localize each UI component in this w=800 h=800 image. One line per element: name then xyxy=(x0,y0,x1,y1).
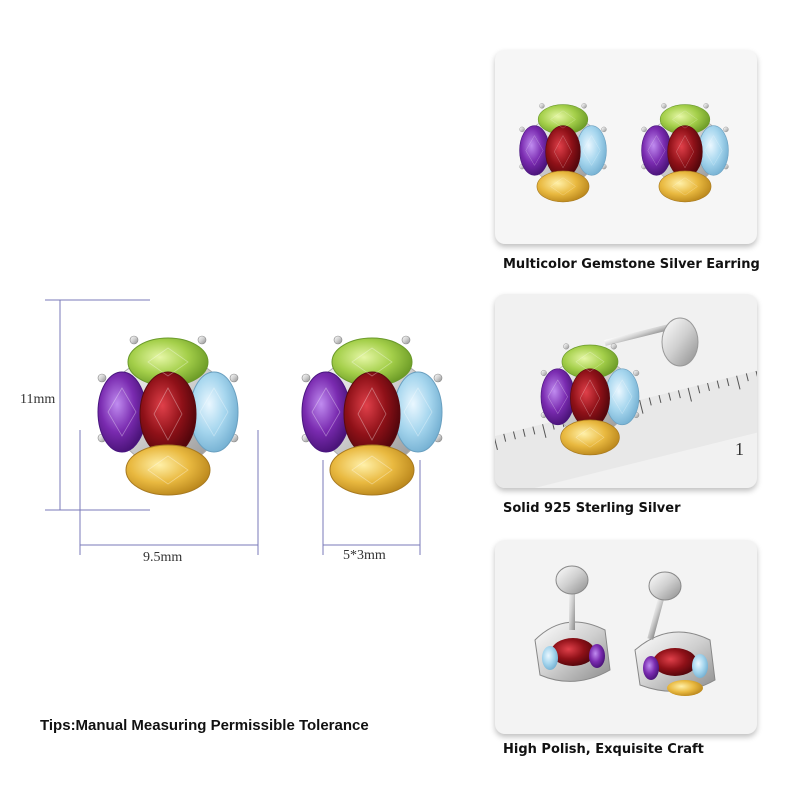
dimension-lines xyxy=(45,299,421,555)
panel-high-polish-photo xyxy=(495,540,757,734)
main-product-view: 11mm 9.5mm 5*3mm Tips:Manual Measuring P… xyxy=(20,299,443,734)
height-measurement-label: 11mm xyxy=(20,392,56,407)
stone-size-label: 5*3mm xyxy=(343,548,386,563)
panel-sterling-silver-photo: 1 xyxy=(495,294,757,488)
panel-3-caption: High Polish, Exquisite Craft xyxy=(503,742,704,757)
tolerance-tip: Tips:Manual Measuring Permissible Tolera… xyxy=(40,717,369,734)
panel-1-caption: Multicolor Gemstone Silver Earring xyxy=(503,257,760,272)
earrings-measurement-illustration xyxy=(45,299,443,555)
back-view-right-earring xyxy=(634,571,716,696)
left-earring-image xyxy=(97,335,239,496)
panel-2-caption: Solid 925 Sterling Silver xyxy=(503,501,681,516)
panel-multicolor-earring-photo xyxy=(495,50,757,244)
ruler-number: 1 xyxy=(735,439,744,459)
width-measurement-label: 9.5mm xyxy=(143,550,183,565)
back-view-left-earring xyxy=(534,565,611,682)
